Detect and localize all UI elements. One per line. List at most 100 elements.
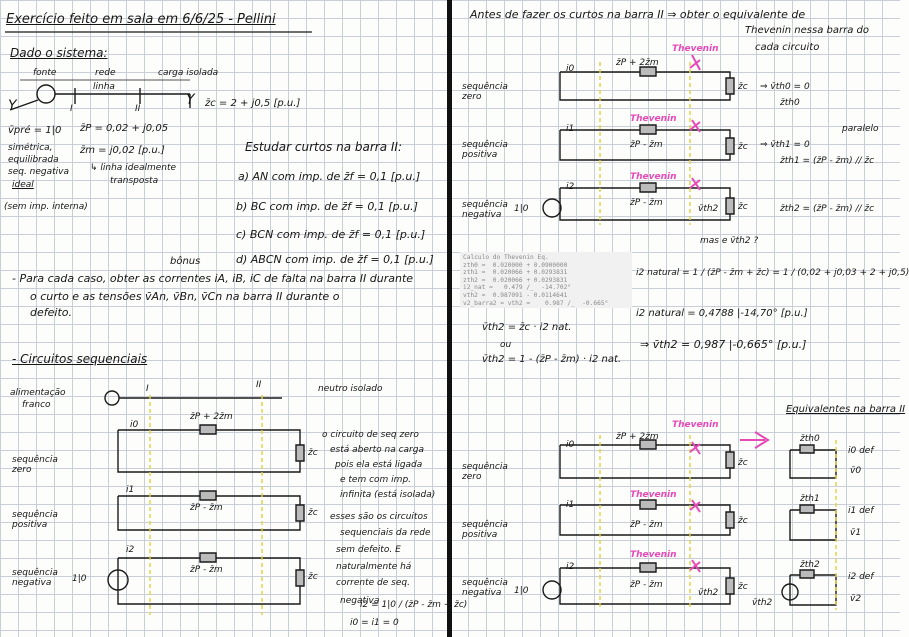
- zm-equation: z̄m = j0,02 [p.u.]: [80, 145, 165, 156]
- note-line-3: pois ela está ligada: [335, 460, 423, 470]
- page-title: Exercício feito em sala em 6/6/25 - Pell…: [6, 12, 276, 27]
- r2-zpmzm-pos: z̄P - z̄m: [630, 520, 663, 530]
- zpmzm-left-neg: z̄P - z̄m: [190, 565, 223, 575]
- r2-seq-zero: sequência zero: [462, 462, 508, 482]
- case-c: c) BCN com imp. de z̄f = 0,1 [p.u.]: [236, 228, 426, 241]
- load-connection: Y: [186, 92, 195, 108]
- r-zc-pos: z̄c: [738, 142, 748, 152]
- thevenin-label-3: Thevenin: [630, 172, 677, 182]
- neutro-isolado-label: neutro isolado: [318, 384, 383, 394]
- r-i0: i0: [566, 64, 575, 74]
- eq-zth1: z̄th1: [800, 494, 820, 504]
- note2-line-4: naturalmente há: [336, 562, 412, 572]
- estudar-heading: Estudar curtos na barra II:: [245, 140, 403, 154]
- franco-label: franco: [22, 400, 51, 410]
- eq-zth0: z̄th0: [800, 434, 820, 444]
- case-d: d) ABCN com imp. de z̄f = 0,1 [p.u.]: [236, 253, 434, 266]
- dado-label: Dado o sistema:: [10, 46, 108, 60]
- bar-1-label: I: [70, 104, 73, 114]
- note-line-2: está aberto na carga: [330, 445, 424, 455]
- i0-label: i0: [130, 420, 139, 430]
- alimentacao-label: alimentação: [10, 388, 66, 398]
- calc-line-5: i2_nat = 0.479 /_ -14.702°: [463, 284, 572, 292]
- thevenin-label-2: Thevenin: [630, 114, 677, 124]
- case-a: a) AN com imp. de z̄f = 0,1 [p.u.]: [238, 170, 421, 183]
- eq-zth2: z̄th2: [800, 560, 820, 570]
- eq-i0def: i0 def: [848, 446, 874, 456]
- zth2-eq: z̄th2 = (z̄P - z̄m) // z̄c: [780, 204, 875, 214]
- thevenin-label-1: Thevenin: [672, 44, 719, 54]
- note2-line-2: sequenciais da rede: [340, 528, 431, 538]
- equivalentes-heading: Equivalentes na barra II: [786, 404, 906, 415]
- r2-zc-zero: z̄c: [738, 458, 748, 468]
- linha-ideal-note: ↳ linha idealmente: [90, 163, 177, 173]
- bar-2-label: II: [135, 104, 141, 114]
- calc-line-2: zth0 = 0.020000 + 0.0900000: [463, 261, 568, 269]
- transposta-note: transposta: [110, 176, 159, 186]
- r-seq-neg: sequência negativa: [462, 200, 508, 220]
- r2-i2: i2: [566, 562, 575, 572]
- i0-formula: i0 = i1 = 0: [350, 618, 399, 628]
- task-line-3: defeito.: [30, 306, 72, 319]
- note2-line-5: corrente de seq.: [336, 578, 410, 588]
- r-seq-pos: sequência positiva: [462, 140, 508, 160]
- seq-zero-label: sequência zero: [12, 455, 58, 475]
- r2-zpmzm-neg: z̄P - z̄m: [630, 580, 663, 590]
- rede-label: rede: [95, 68, 116, 78]
- r-vth2-top: v̄th2: [698, 204, 719, 214]
- calc-line-6: vth2 = 0.987091 - 0.0114641: [463, 291, 568, 299]
- r-src: 1|0: [514, 204, 529, 214]
- r-zpmzm-neg: z̄P - z̄m: [630, 198, 663, 208]
- bar-2-circ: II: [256, 380, 262, 390]
- vth2-value: ⇒ v̄th2 = 0,987 |-0,665° [p.u.]: [640, 338, 807, 351]
- src-left: 1|0: [72, 574, 87, 584]
- r-i1: i1: [566, 124, 575, 134]
- r2-seq-pos: sequência positiva: [462, 520, 508, 540]
- ideal-note: ideal: [12, 180, 34, 190]
- r-zpmzm-pos: z̄P - z̄m: [630, 140, 663, 150]
- vth2-question: mas e v̄th2 ?: [700, 236, 759, 246]
- vth2-eq-2: v̄th2 = 1 - (z̄P - z̄m) · i2 nat.: [482, 354, 622, 365]
- linha-label: linha: [93, 82, 115, 92]
- eq-v0: v̄0: [850, 466, 862, 476]
- bonus-label: bônus: [170, 256, 201, 267]
- seq-neg-label: sequência negativa: [12, 568, 58, 588]
- i2-label: i2: [126, 545, 135, 555]
- thevenin-label-6: Thevenin: [630, 550, 677, 560]
- ou-label: ou: [500, 340, 512, 350]
- vth1-eq: ⇒ v̄th1 = 0: [760, 140, 810, 150]
- r2-src: 1|0: [514, 586, 529, 596]
- zp-equation: z̄P = 0,02 + j0,05: [80, 123, 169, 134]
- task-line-2: o curto e as tensões v̄An, v̄Bn, v̄Cn na…: [30, 290, 340, 303]
- calc-line-4: zth2 = 0.020066 + 0.0293831: [463, 276, 568, 284]
- antes-line-1: Antes de fazer os curtos na barra II ⇒ o…: [470, 8, 806, 21]
- thevenin-label-5: Thevenin: [630, 490, 677, 500]
- r2-zc-neg: z̄c: [738, 582, 748, 592]
- zc-left-pos: z̄c: [308, 508, 318, 518]
- fonte-label: fonte: [33, 68, 57, 78]
- equilibrada-note: equilibrada: [8, 155, 59, 165]
- zp2zm-left: z̄P + 2z̄m: [190, 412, 233, 422]
- page-divider: [447, 0, 452, 637]
- i2-formula: i2 = 1|0 / (z̄P - z̄m + z̄c): [360, 600, 468, 610]
- vpre-value: v̄pré = 1|0: [8, 125, 62, 136]
- note-line-4: e tem com imp.: [340, 475, 412, 485]
- note-line-5: infinita (está isolada): [340, 490, 436, 500]
- i2nat-fraction: i2 natural = 1 / (z̄P - z̄m + z̄c) = 1 /…: [636, 268, 909, 278]
- thevenin-calc-output: Calculo do Thevenin Eq. zth0 = 0.020000 …: [460, 252, 632, 308]
- seq-pos-label: sequência positiva: [12, 510, 58, 530]
- carga-label: carga isolada: [158, 68, 219, 78]
- calc-line-7: v2_barra2 = vth2 = 0.987 /_ -0.665°: [463, 299, 609, 307]
- eq-i1def: i1 def: [848, 506, 874, 516]
- r-i2: i2: [566, 182, 575, 192]
- note2-line-6: negativa: [340, 596, 380, 606]
- eq-v2: v̄2: [850, 594, 862, 604]
- eq-i2def: i2 def: [848, 572, 874, 582]
- paralelo-note: paralelo: [842, 124, 879, 134]
- case-b: b) BC com imp. de z̄f = 0,1 [p.u.]: [236, 200, 418, 213]
- eq-v1: v̄1: [850, 528, 862, 538]
- r2-zp2zm: z̄P + 2z̄m: [616, 432, 659, 442]
- calc-line-1: Calculo do Thevenin Eq.: [463, 254, 549, 261]
- circuitos-heading: - Circuitos sequenciais: [12, 352, 148, 366]
